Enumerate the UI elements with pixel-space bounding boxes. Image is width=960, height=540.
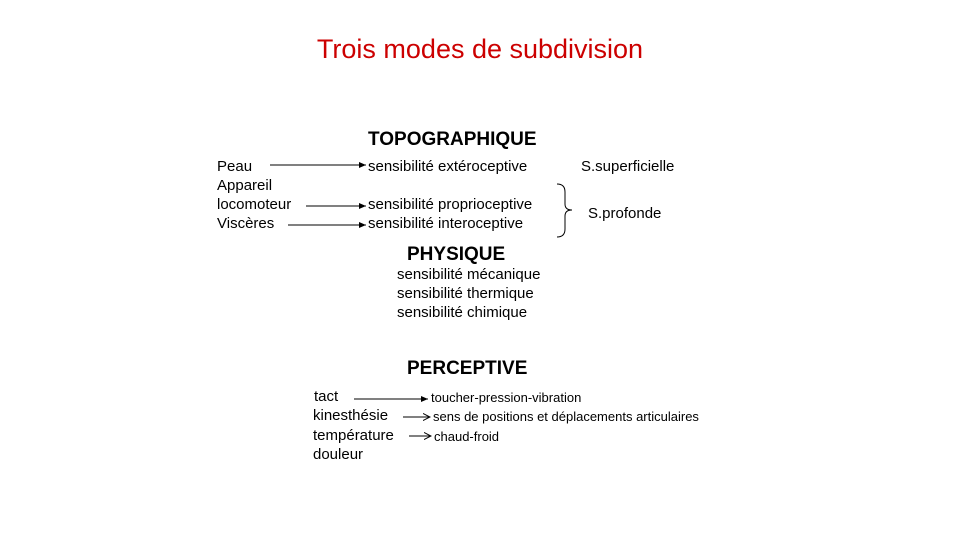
- perceptive-left-douleur: douleur: [313, 446, 364, 463]
- perceptive-right-chaud-froid: chaud-froid: [434, 429, 500, 444]
- topo-left-locomoteur: locomoteur: [217, 196, 292, 213]
- physique-thermique: sensibilité thermique: [397, 285, 534, 302]
- perceptive-left-tact: tact: [314, 388, 339, 405]
- physique-heading: PHYSIQUE: [407, 244, 506, 265]
- topo-right-interoceptive: sensibilité interoceptive: [368, 215, 524, 232]
- topo-left-appareil: Appareil: [217, 177, 273, 194]
- topo-right-proprioceptive: sensibilité proprioceptive: [368, 196, 533, 213]
- physique-chimique: sensibilité chimique: [397, 304, 528, 321]
- physique-mecanique: sensibilité mécanique: [397, 266, 541, 283]
- perceptive-left-kinesthesie: kinesthésie: [313, 407, 389, 424]
- topographique-heading: TOPOGRAPHIQUE: [368, 129, 537, 150]
- perceptive-right-toucher: toucher-pression-vibration: [431, 390, 582, 405]
- s-profonde-label: S.profonde: [588, 205, 662, 222]
- slide-title: Trois modes de subdivision: [316, 34, 644, 64]
- topo-right-exteroceptive: sensibilité extéroceptive: [368, 158, 528, 175]
- brace-icon: [556, 183, 573, 238]
- topo-left-peau: Peau: [217, 158, 253, 175]
- perceptive-heading: PERCEPTIVE: [407, 358, 528, 379]
- topo-left-visceres: Viscères: [217, 215, 275, 232]
- perceptive-right-positions: sens de positions et déplacements articu…: [433, 409, 699, 424]
- s-superficielle-label: S.superficielle: [581, 158, 675, 175]
- perceptive-left-temperature: température: [313, 427, 394, 444]
